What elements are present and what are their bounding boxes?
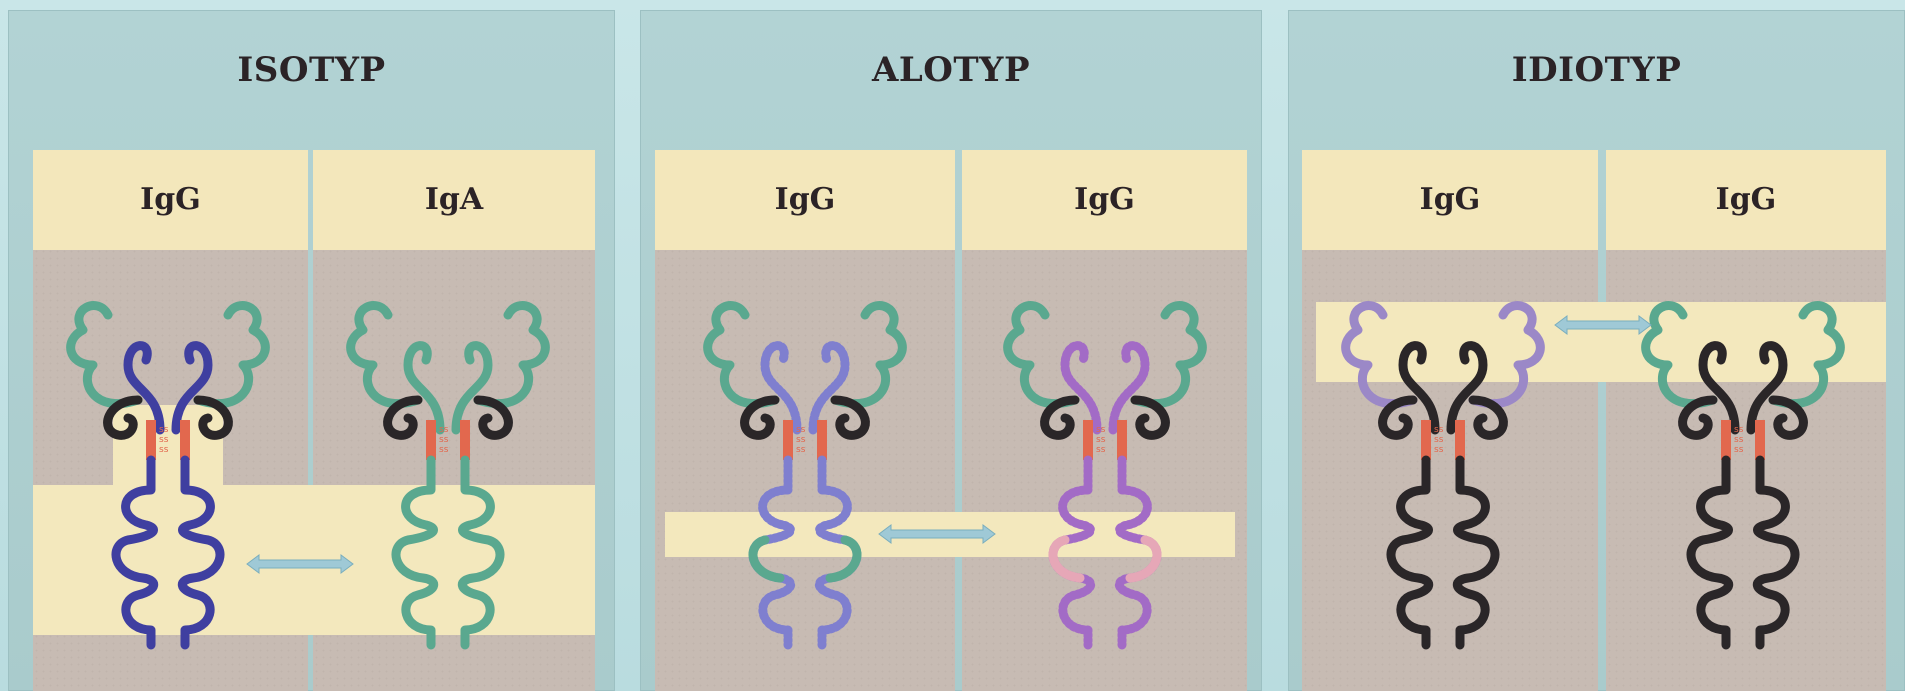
svg-text:ss: ss bbox=[796, 435, 806, 445]
svg-text:ss: ss bbox=[1434, 435, 1444, 445]
panel-title: IDIOTYP bbox=[1511, 50, 1682, 90]
right-subpanel: IgG bbox=[962, 150, 1247, 691]
subpanel-header: IgA bbox=[313, 150, 595, 250]
subpanel-label: IgG bbox=[1074, 182, 1135, 217]
subpanel-header: IgG bbox=[33, 150, 308, 250]
subpanel-label: IgG bbox=[1419, 182, 1481, 217]
panel-title: ISOTYP bbox=[237, 50, 386, 90]
svg-text:ss: ss bbox=[159, 425, 169, 435]
double-arrow-icon bbox=[1554, 315, 1652, 335]
subpanel-header: IgG bbox=[1302, 150, 1598, 250]
subpanel-label: IgG bbox=[140, 182, 201, 217]
left-subpanel: IgG bbox=[655, 150, 955, 691]
svg-text:ss: ss bbox=[796, 445, 806, 455]
subpanel-label: IgA bbox=[424, 182, 484, 217]
double-arrow-icon bbox=[878, 524, 996, 544]
left-subpanel: IgG bbox=[1302, 150, 1598, 691]
svg-text:ss: ss bbox=[159, 445, 169, 455]
svg-text:ss: ss bbox=[439, 425, 449, 435]
svg-text:ss: ss bbox=[1734, 425, 1744, 435]
subpanel-label: IgG bbox=[774, 182, 836, 217]
subpanel-header: IgG bbox=[1606, 150, 1886, 250]
subpanel-label: IgG bbox=[1715, 182, 1777, 217]
subpanel-header: IgG bbox=[655, 150, 955, 250]
svg-text:ss: ss bbox=[439, 445, 449, 455]
svg-text:ss: ss bbox=[439, 435, 449, 445]
svg-text:ss: ss bbox=[1096, 445, 1106, 455]
double-arrow-icon bbox=[246, 554, 354, 574]
panel-title: ALOTYP bbox=[871, 50, 1031, 90]
svg-text:ss: ss bbox=[1734, 435, 1744, 445]
svg-text:ss: ss bbox=[159, 435, 169, 445]
svg-text:ss: ss bbox=[1434, 445, 1444, 455]
svg-text:ss: ss bbox=[1096, 425, 1106, 435]
svg-text:ss: ss bbox=[1096, 435, 1106, 445]
subpanel-header: IgG bbox=[962, 150, 1247, 250]
right-subpanel: IgG bbox=[1606, 150, 1886, 691]
svg-text:ss: ss bbox=[1434, 425, 1444, 435]
svg-text:ss: ss bbox=[796, 425, 806, 435]
svg-text:ss: ss bbox=[1734, 445, 1744, 455]
